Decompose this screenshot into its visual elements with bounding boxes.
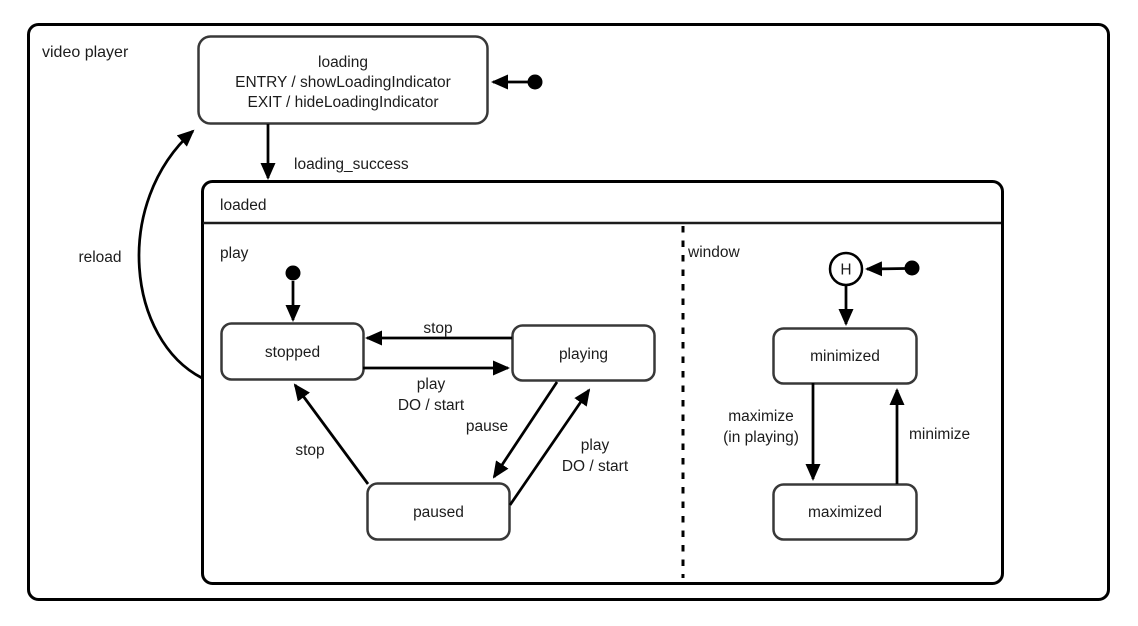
transition-minimize-label: minimize [909, 426, 970, 443]
transition-maximize-event-label: maximize [728, 408, 793, 425]
transition-stop-top-label: stop [423, 320, 452, 337]
play-region-title: play [220, 245, 249, 262]
transition-reload-label: reload [78, 249, 121, 266]
transition-reload-arrow [137, 129, 203, 380]
initial-pseudostate-dot-window [904, 260, 920, 276]
state-paused [366, 482, 511, 541]
initial-pseudostate-dot-loading [527, 74, 543, 90]
state-loading-title: loading [318, 54, 368, 71]
transition-play-action-label: DO / start [398, 397, 465, 414]
state-maximized [772, 483, 918, 541]
transition-paused-to-stopped-arrow [293, 383, 370, 485]
state-maximized-label: maximized [808, 504, 882, 521]
window-region-title: window [687, 244, 740, 261]
diagram-title: video player [42, 44, 129, 61]
state-playing-label: playing [559, 346, 608, 363]
state-minimized-label: minimized [810, 348, 880, 365]
state-playing [511, 324, 656, 382]
history-pseudostate-label: H [840, 262, 851, 279]
initial-pseudostate-dot-play [285, 265, 301, 281]
loading-entry-action: ENTRY / showLoadingIndicator [235, 74, 451, 91]
state-minimized [772, 327, 918, 385]
transition-loading-success-label: loading_success [294, 156, 409, 173]
state-loaded-title: loaded [220, 197, 267, 214]
transition-pause-label: pause [466, 418, 508, 435]
state-stopped [220, 322, 365, 381]
transition-initial-to-history [865, 261, 906, 277]
transition-stop-left-label: stop [295, 442, 324, 459]
transition-resume-action-label: DO / start [562, 458, 629, 475]
transition-maximize-guard-label: (in playing) [723, 429, 799, 446]
transition-playing-to-paused-arrow [492, 381, 559, 479]
state-stopped-label: stopped [265, 344, 320, 361]
state-loading [197, 35, 489, 125]
loading-exit-action: EXIT / hideLoadingIndicator [247, 94, 438, 111]
transition-play-event-label: play [417, 376, 446, 393]
transition-resume-event-label: play [581, 437, 610, 454]
transition-paused-to-playing-arrow [508, 388, 591, 506]
state-paused-label: paused [413, 504, 464, 521]
